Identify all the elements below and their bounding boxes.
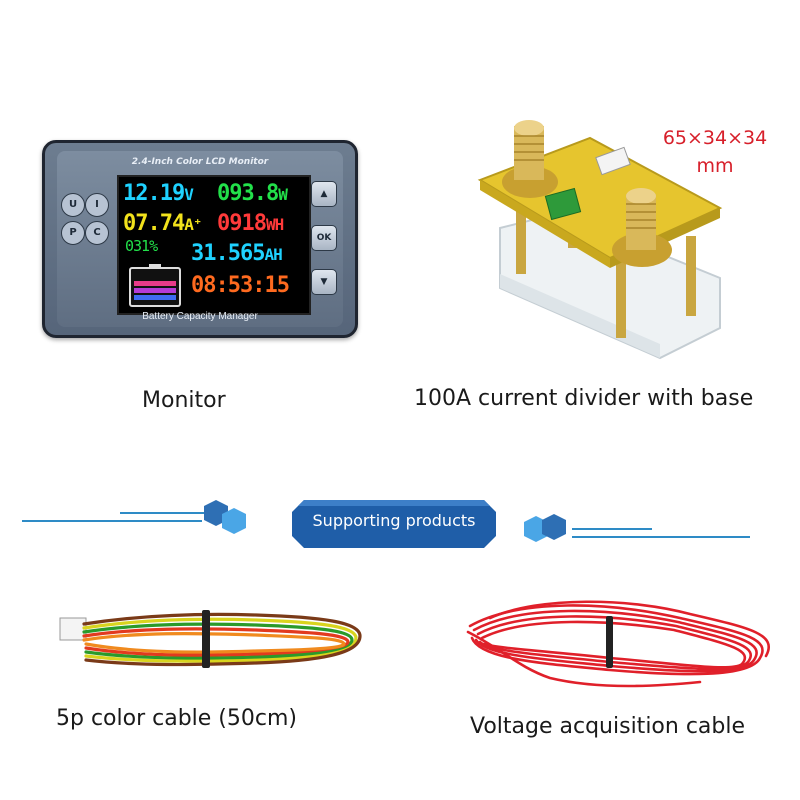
decor-line [572, 528, 652, 530]
dimension-label: 65×34×34 mm [640, 124, 790, 180]
down-key: ▼ [311, 269, 337, 295]
u-button: U [61, 193, 85, 217]
cable5p-caption: 5p color cable (50cm) [56, 706, 297, 731]
c-button: C [85, 221, 109, 245]
power-readout: 093.8W [217, 181, 288, 206]
dimension-unit: mm [696, 155, 734, 177]
banner-label: Supporting products [312, 511, 476, 530]
decor-line [22, 520, 202, 522]
supporting-products-banner [292, 500, 496, 548]
lcd-screen: 12.19V 093.8W 07.74A⁺ 0918WH 031% 31.565… [117, 175, 311, 315]
up-key: ▲ [311, 181, 337, 207]
lcd-model-title: 2.4-Inch Color LCD Monitor [131, 157, 269, 167]
decor-line [120, 512, 210, 514]
monitor-bezel: 2.4-Inch Color LCD Monitor U I P C 12.19… [57, 151, 343, 327]
divider-caption: 100A current divider with base [414, 386, 754, 411]
i-button: I [85, 193, 109, 217]
ok-key: OK [311, 225, 337, 251]
hexagon-decoration-left [204, 500, 246, 534]
capacity-readout: 31.565AH [191, 241, 283, 266]
current-readout: 07.74A⁺ [123, 211, 203, 236]
banner-text-wrap: Supporting products [290, 498, 498, 550]
energy-readout: 0918WH [217, 211, 284, 236]
voltage-cable-caption: Voltage acquisition cable [470, 714, 746, 739]
monitor-footer-label: Battery Capacity Manager [142, 311, 258, 322]
battery-level-icon [129, 264, 181, 307]
decor-line [572, 536, 750, 538]
dimension-size: 65×34×34 [662, 127, 768, 149]
percent-readout: 031% [125, 237, 158, 255]
p-button: P [61, 221, 85, 245]
voltage-readout: 12.19V [123, 181, 194, 206]
battery-monitor-image: 2.4-Inch Color LCD Monitor U I P C 12.19… [42, 140, 358, 338]
current-divider-image [477, 120, 723, 360]
five-pin-cable-image [59, 610, 362, 668]
time-readout: 08:53:15 [191, 273, 290, 298]
hexagon-decoration-right [524, 514, 566, 542]
voltage-cable-image [466, 600, 770, 688]
monitor-caption: Monitor [142, 388, 226, 413]
